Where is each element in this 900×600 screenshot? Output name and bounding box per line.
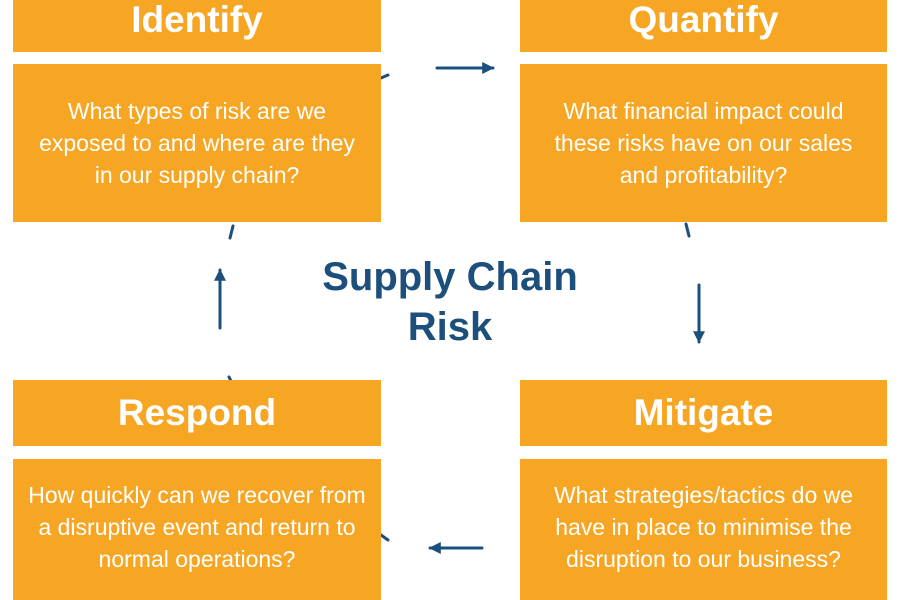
center-title: Supply Chain Risk bbox=[290, 252, 610, 352]
identify-question: What types of risk are we exposed to and… bbox=[39, 98, 355, 188]
respond-body: How quickly can we recover from a disrup… bbox=[13, 459, 381, 600]
center-title-line2: Risk bbox=[407, 305, 493, 349]
arrow-stub-right-top bbox=[684, 222, 691, 238]
arrow-stub-bottom-left bbox=[379, 533, 390, 542]
mitigate-header: Mitigate bbox=[520, 380, 887, 446]
mitigate-question: What strategies/tactics do we have in pl… bbox=[553, 482, 854, 572]
respond-header: Respond bbox=[13, 380, 381, 446]
identify-title: Identify bbox=[131, 0, 263, 40]
center-title-line1: Supply Chain bbox=[322, 255, 578, 299]
mitigate-body: What strategies/tactics do we have in pl… bbox=[520, 459, 887, 600]
identify-header: Identify bbox=[13, 0, 381, 52]
arrow-stub-left-top bbox=[228, 224, 235, 240]
identify-body: What types of risk are we exposed to and… bbox=[13, 64, 381, 222]
arrow-stub-top-left bbox=[379, 73, 390, 80]
quantify-question: What financial impact could these risks … bbox=[554, 98, 853, 188]
quantify-title: Quantify bbox=[628, 0, 779, 40]
quantify-body: What financial impact could these risks … bbox=[520, 64, 887, 222]
respond-title: Respond bbox=[117, 392, 277, 433]
mitigate-title: Mitigate bbox=[633, 392, 774, 433]
respond-question: How quickly can we recover from a disrup… bbox=[28, 482, 366, 572]
quantify-header: Quantify bbox=[520, 0, 887, 52]
